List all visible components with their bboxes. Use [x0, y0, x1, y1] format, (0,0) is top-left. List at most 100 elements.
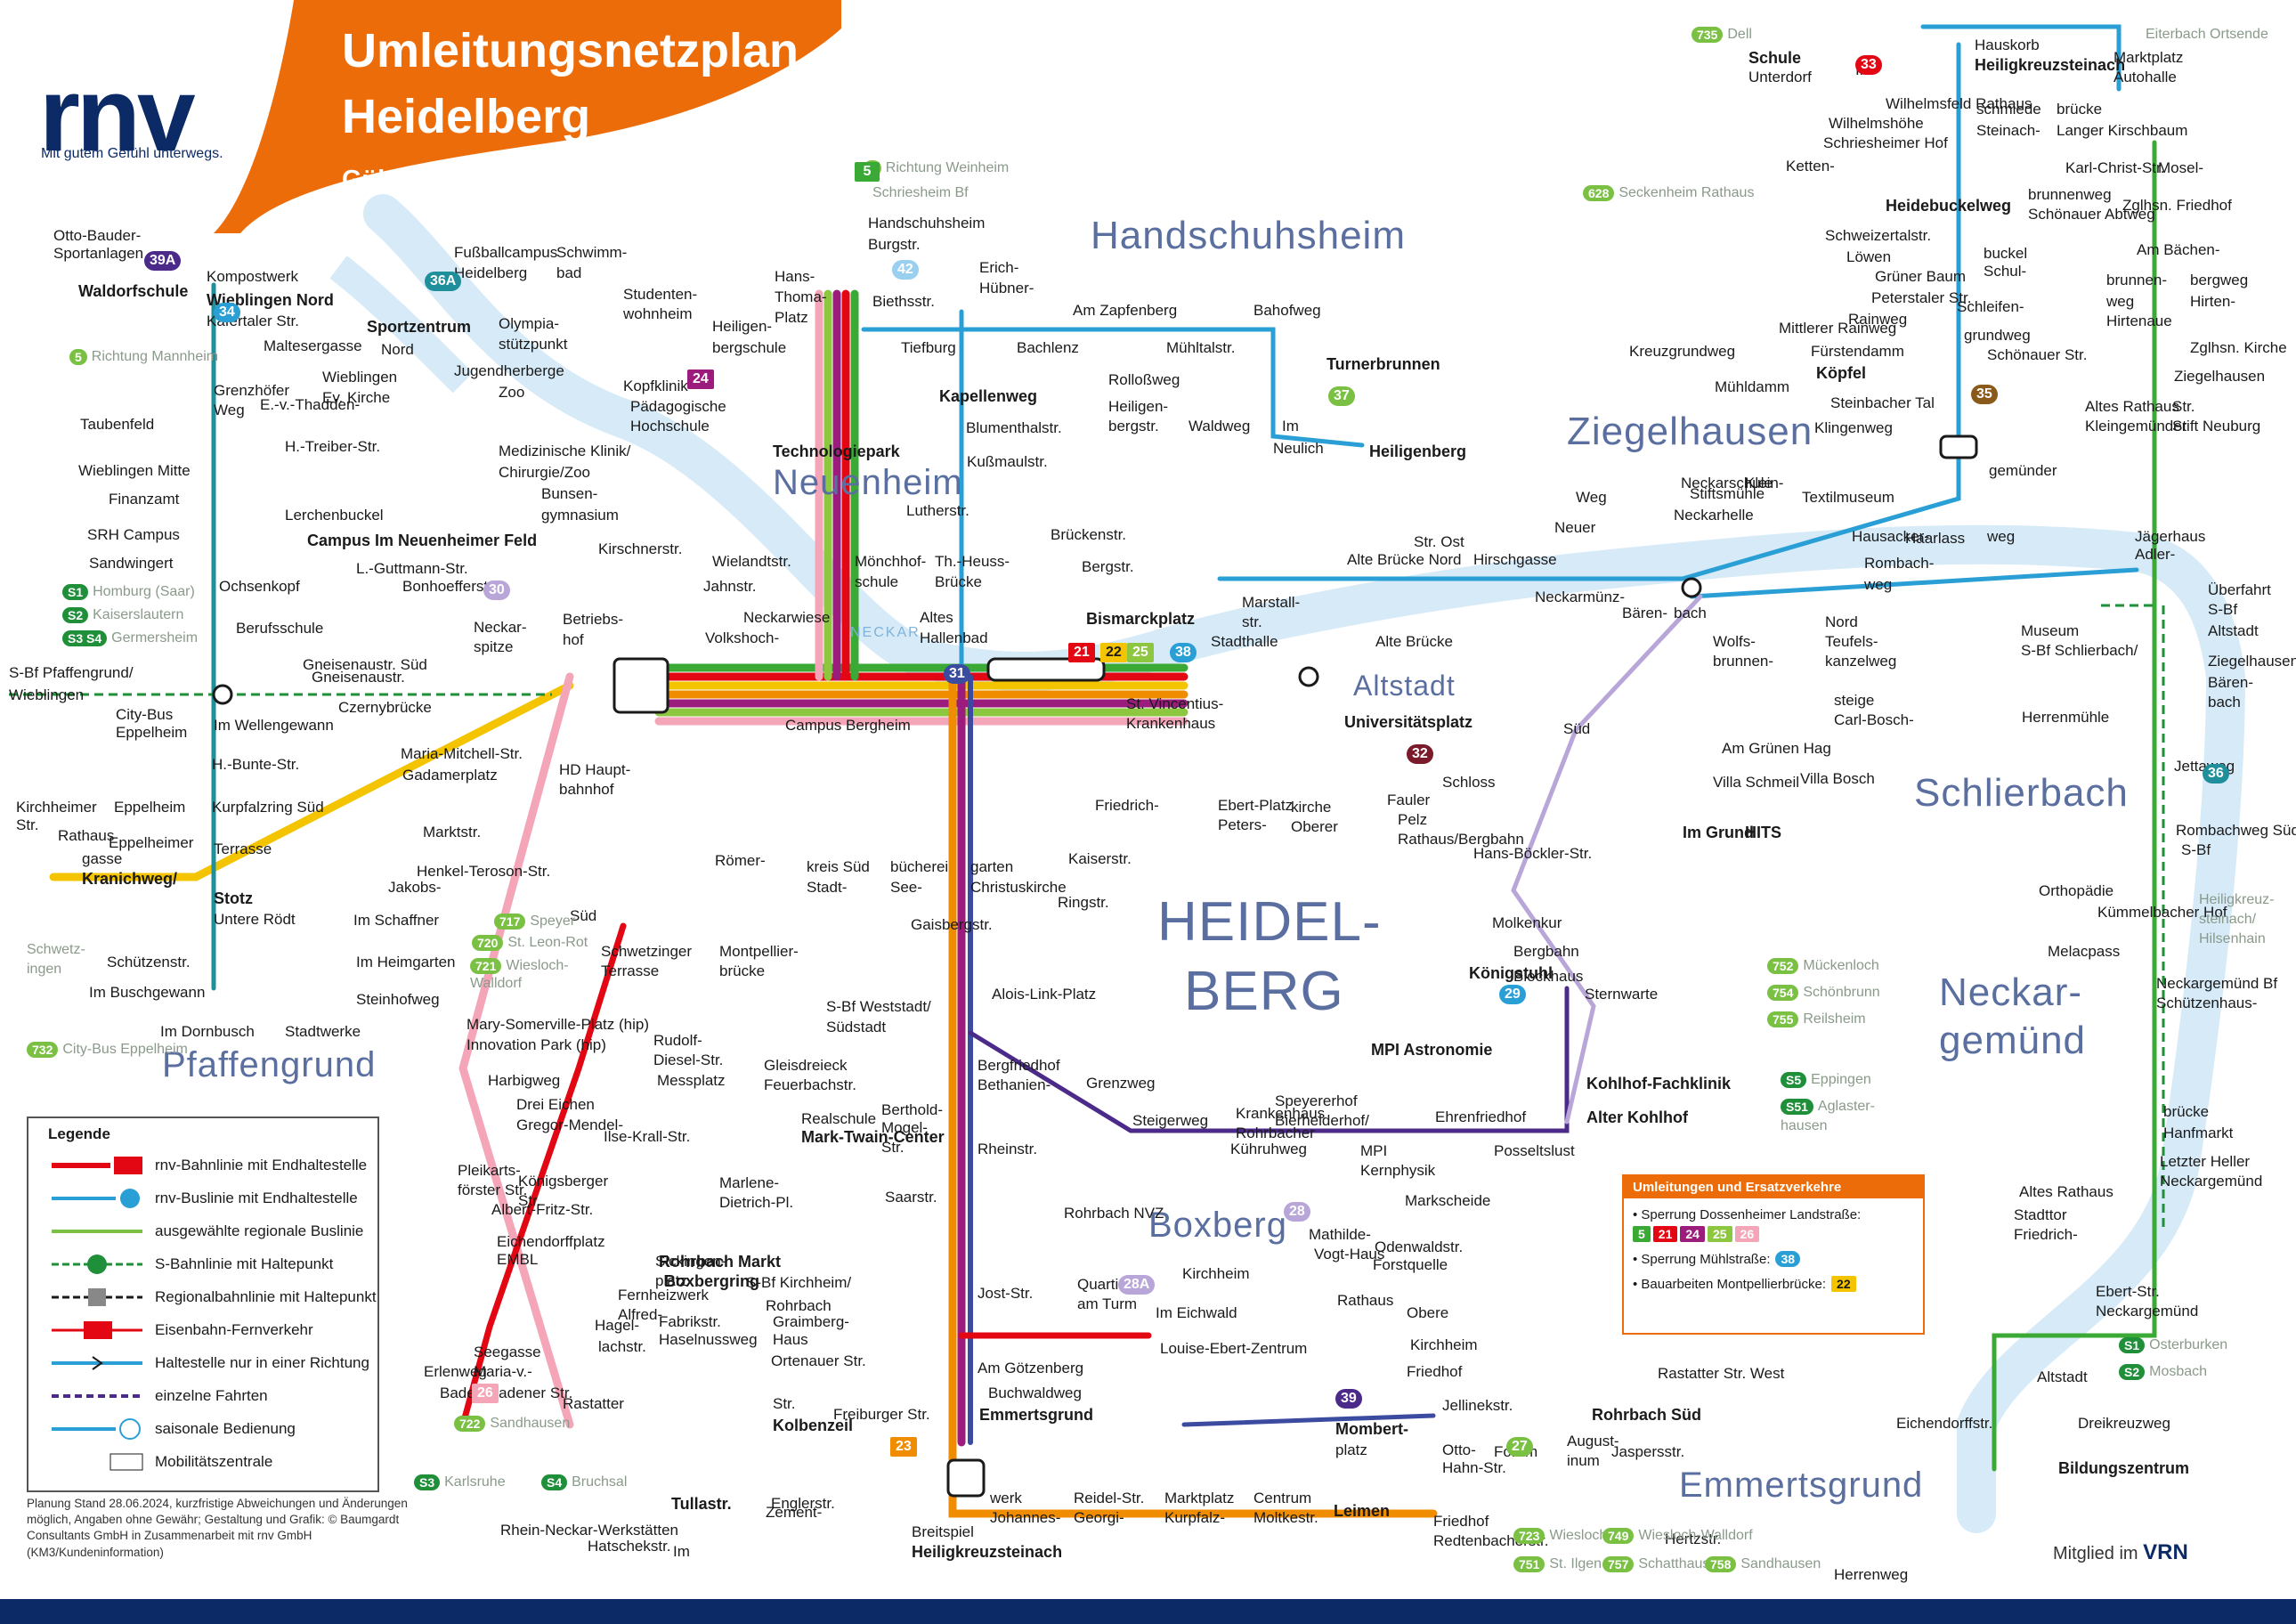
stop-label: Eppelheim	[114, 799, 186, 816]
line-badge: 735	[1692, 27, 1724, 43]
external-name: Sandhausen	[1740, 1556, 1821, 1571]
external-name: Eiterbach Ortsende	[2146, 27, 2268, 42]
stop-label: werk	[990, 1490, 1022, 1506]
stop-label: Fernheizwerk	[618, 1287, 710, 1303]
stop-label: Hausacker-	[1852, 528, 1929, 545]
rnv-logo: rnv	[39, 56, 196, 174]
stop-label: Ehrenfriedhof	[1435, 1108, 1527, 1125]
external-name: Schatthausen	[1638, 1556, 1726, 1571]
external-destination: ingen	[27, 962, 61, 978]
stop-label: Altstadt	[2037, 1368, 2088, 1385]
stop-label: Grüner Baum	[1875, 268, 1967, 285]
stop-label: Im Buschgewann	[89, 984, 206, 1001]
stop-label: Ziegelhausen	[2208, 653, 2296, 670]
stop-label: Marlene-	[719, 1174, 780, 1191]
line-badge: 42	[892, 260, 919, 280]
stop-label: Gneisenaustr.	[312, 669, 405, 686]
stop-label: Bären-	[1622, 605, 1668, 621]
stop-label: Kopfklinik	[623, 378, 688, 394]
external-name: Kaiserslautern	[93, 607, 184, 622]
stop-label: Schweizertalstr.	[1825, 227, 1932, 244]
footer-bar	[0, 1599, 2296, 1624]
external-name: Dell	[1727, 27, 1752, 42]
stop-label: Rheinstr.	[978, 1141, 1038, 1157]
info-lines: 22	[1831, 1276, 1856, 1292]
stop-label: platz	[1335, 1441, 1367, 1458]
stop-label: Taubenfeld	[80, 416, 155, 433]
external-destination: S2 Kaiserslautern	[62, 607, 183, 623]
stop-label: Rastatter Str. West	[1658, 1365, 1785, 1382]
stop-label: gasse	[82, 850, 123, 867]
stop-label: Mombert-	[1335, 1420, 1408, 1438]
legend-title: Legende	[48, 1125, 110, 1142]
stop-label: Freiburger Str.	[833, 1406, 930, 1423]
stop-label: brunnen-	[1713, 653, 1774, 670]
line-badge: S2	[2119, 1364, 2146, 1380]
stop-label: Centrum	[1253, 1490, 1312, 1506]
stop-label: Gneisenaustr. Süd	[303, 656, 427, 673]
stop-label: Sportanlagen	[53, 245, 144, 262]
external-name: Hilsenhain	[2199, 931, 2266, 946]
stop-label: See-	[890, 879, 922, 896]
stop-label: Mogel-	[881, 1119, 928, 1136]
stop-label: Otto-Bauder-	[53, 227, 142, 244]
stop-label: Autohalle	[2113, 69, 2177, 85]
stop-label: Steinach-	[1976, 122, 2040, 139]
stop-label: Christuskirche	[970, 879, 1067, 896]
stop-label: Terrasse	[214, 840, 272, 857]
stop-label: Neckargemünd Bf	[2156, 975, 2278, 992]
legend-swatch	[48, 1352, 146, 1375]
line-badge: S1	[2119, 1337, 2146, 1353]
stop-label: Kirchheim	[1410, 1336, 1478, 1353]
line-badge: 28A	[1118, 1275, 1156, 1295]
station-markers	[212, 434, 1978, 1498]
stop-label: Am Zapfenberg	[1073, 302, 1178, 319]
stop-label: Waldorfschule	[78, 282, 189, 300]
stop-label: Klein-	[1745, 475, 1784, 491]
legend-label: saisonale Bedienung	[155, 1420, 296, 1437]
stop-label: Hochschule	[630, 418, 710, 434]
stop-label: schmiede	[1976, 101, 2041, 118]
stop-label: Neckarhelle	[1674, 507, 1754, 524]
stop-label: schule	[855, 573, 899, 590]
stop-label: Studenten-	[623, 286, 698, 303]
stop-label: MPI	[1360, 1142, 1388, 1159]
stop-label: Neckargemünd	[2096, 1303, 2199, 1320]
legend-swatch	[48, 1187, 146, 1210]
stop-label: Drei Eichen	[516, 1096, 595, 1113]
stop-label: Heidebuckelweg	[1886, 197, 2012, 215]
stop-label: Villa Bosch	[1800, 770, 1875, 787]
stop-label: Hanfmarkt	[2163, 1125, 2234, 1141]
stop-label: Jaspersstr.	[1611, 1443, 1685, 1460]
stop-label: Weg	[214, 402, 245, 418]
stop-label: Eichendorffplatz	[497, 1233, 605, 1250]
legend-item: saisonale Bedienung	[48, 1417, 296, 1441]
stop-label: Otto-	[1442, 1441, 1476, 1458]
stop-label: Olympia-	[499, 315, 560, 332]
stop-label: Peters-	[1218, 816, 1267, 833]
stop-label: Campus Bergheim	[785, 717, 911, 734]
external-name: Karlsruhe	[444, 1474, 506, 1490]
stop-label: bergschule	[712, 339, 787, 356]
stop-label: Zglhsn. Kirche	[2190, 339, 2287, 356]
stop-label: Krankenhaus	[1126, 715, 1216, 732]
stop-label: EMBL	[497, 1251, 539, 1268]
line-badge: 26	[472, 1384, 499, 1403]
stop-label: H.-Treiber-Str.	[285, 438, 381, 455]
stop-label: Wieblingen Nord	[207, 291, 334, 309]
external-name: Richtung Mannheim	[91, 349, 219, 364]
stop-label: Kirchheimer	[16, 799, 97, 816]
stop-label: Maria-v.-	[474, 1363, 532, 1380]
stop-label: Sickingen-	[655, 1253, 726, 1270]
stop-label: Heiligenberg	[1369, 443, 1467, 460]
stop-label: Im Eichwald	[1156, 1304, 1237, 1321]
page-title: Umleitungsnetzplan	[342, 24, 799, 77]
line-badge: S2	[62, 607, 89, 623]
stop-label: Herrenweg	[1834, 1566, 1909, 1583]
